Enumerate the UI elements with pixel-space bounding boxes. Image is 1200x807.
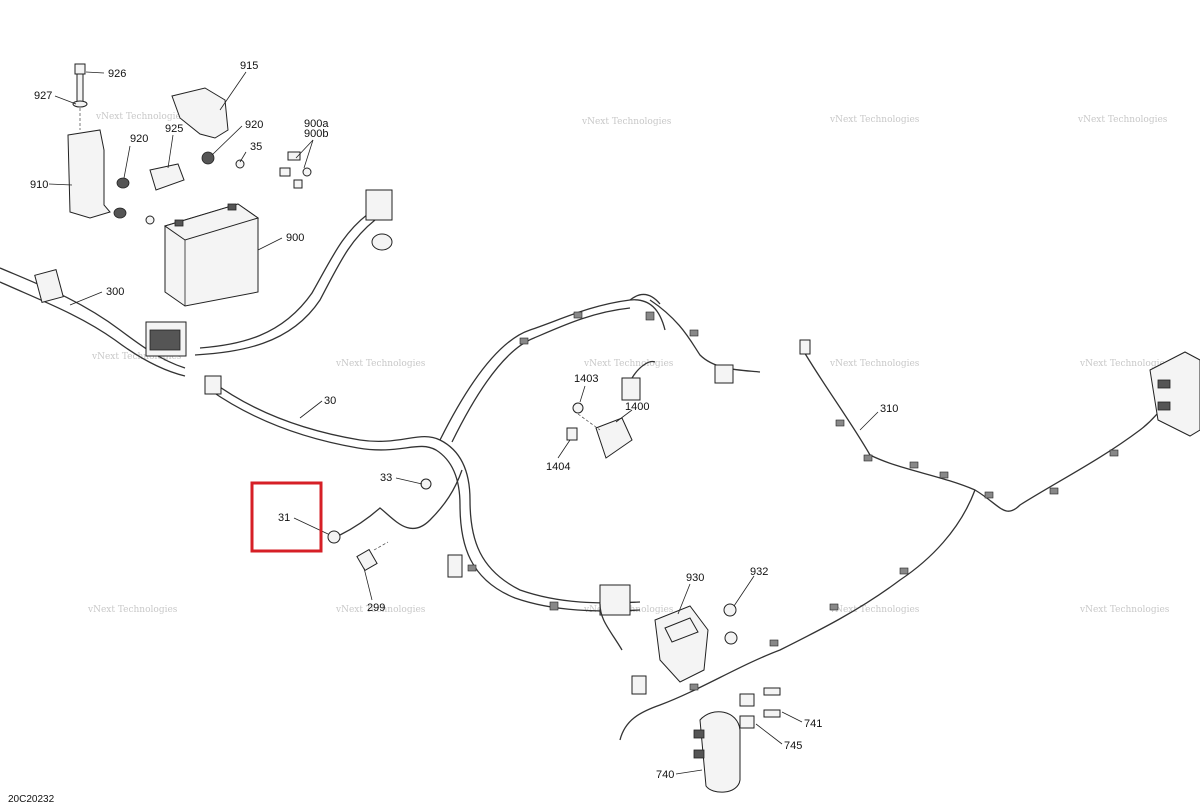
watermark-text: vNext Technologies: [91, 352, 182, 362]
harness-300: [0, 267, 187, 377]
label-741: 741: [804, 718, 822, 730]
watermark-text: vNext Technologies: [581, 117, 672, 127]
harness-30: [194, 189, 761, 651]
label-900b: 900b: [304, 128, 328, 140]
label-920: 920: [245, 119, 263, 131]
screw-1403: [572, 402, 584, 414]
harness-connector: [365, 189, 393, 221]
nut-932: [723, 603, 737, 617]
lamp-740-area: [693, 687, 781, 793]
battery-area: [67, 63, 312, 307]
label-920: 920: [130, 133, 148, 145]
connector-299: [356, 541, 389, 572]
label-1404: 1404: [546, 461, 570, 473]
watermark-text: vNext Technologies: [335, 605, 426, 615]
watermark-text: vNext Technologies: [829, 115, 920, 125]
bolt-1404: [566, 427, 578, 441]
sensor-1400-area: [566, 360, 656, 459]
cover-925: [149, 163, 185, 191]
module-930: [654, 605, 709, 683]
ground-cable-31: [327, 469, 463, 544]
label-927: 927: [34, 90, 52, 102]
label-310: 310: [880, 403, 898, 415]
sensor-1400: [595, 417, 633, 459]
label-300: 300: [106, 286, 124, 298]
watermarks: vNext Technologies vNext Technologies vN…: [87, 112, 1170, 615]
watermark-text: vNext Technologies: [95, 112, 186, 122]
watermark-text: vNext Technologies: [1079, 359, 1170, 369]
label-30: 30: [324, 395, 336, 407]
part-labels: 926 927 915 920 925 920 35 900a 900b 910…: [30, 60, 898, 781]
lamp-740: [699, 711, 741, 793]
watermark-text: vNext Technologies: [87, 605, 178, 615]
label-745: 745: [784, 740, 802, 752]
label-31: 31: [278, 512, 290, 524]
sensor-connector: [621, 377, 641, 401]
label-910: 910: [30, 179, 48, 191]
watermark-text: vNext Technologies: [335, 359, 426, 369]
label-932: 932: [750, 566, 768, 578]
harness-connector: [204, 375, 222, 395]
harness-310: [619, 339, 1200, 741]
module-930-area: [654, 603, 738, 683]
watermark-text: vNext Technologies: [1077, 115, 1168, 125]
harness-connector: [447, 554, 463, 578]
label-915: 915: [240, 60, 258, 72]
watermark-text: vNext Technologies: [1079, 605, 1170, 615]
label-930: 930: [686, 572, 704, 584]
label-35: 35: [250, 141, 262, 153]
bolt-741: [763, 687, 781, 696]
ground-terminal: [327, 530, 341, 544]
grommet-920: [116, 177, 130, 189]
terminal-cover-915: [171, 87, 229, 139]
label-740: 740: [656, 769, 674, 781]
nut-35: [235, 159, 245, 169]
harness-connector: [34, 269, 64, 303]
label-926: 926: [108, 68, 126, 80]
label-1403: 1403: [574, 373, 598, 385]
harness-connector: [599, 584, 631, 616]
leader-lines: [48, 71, 879, 775]
washer-927: [72, 100, 88, 108]
grommet-745: [739, 693, 755, 707]
label-1400: 1400: [625, 401, 649, 413]
drawing-code: 20C20232: [8, 794, 55, 805]
tail-lamp-right: [1149, 351, 1200, 437]
label-299: 299: [367, 602, 385, 614]
bracket-910: [67, 129, 111, 219]
watermark-text: vNext Technologies: [829, 605, 920, 615]
label-33: 33: [380, 472, 392, 484]
screw-900b: [279, 167, 291, 177]
highlight-box: [250, 481, 323, 553]
grommet-920: [201, 151, 215, 165]
nut-33: [420, 478, 432, 490]
screw-900a: [287, 151, 301, 161]
label-900: 900: [286, 232, 304, 244]
watermark-text: vNext Technologies: [583, 359, 674, 369]
bolt-926: [74, 63, 86, 75]
watermark-text: vNext Technologies: [829, 359, 920, 369]
label-925: 925: [165, 123, 183, 135]
label-900a: 900a: [304, 118, 329, 130]
